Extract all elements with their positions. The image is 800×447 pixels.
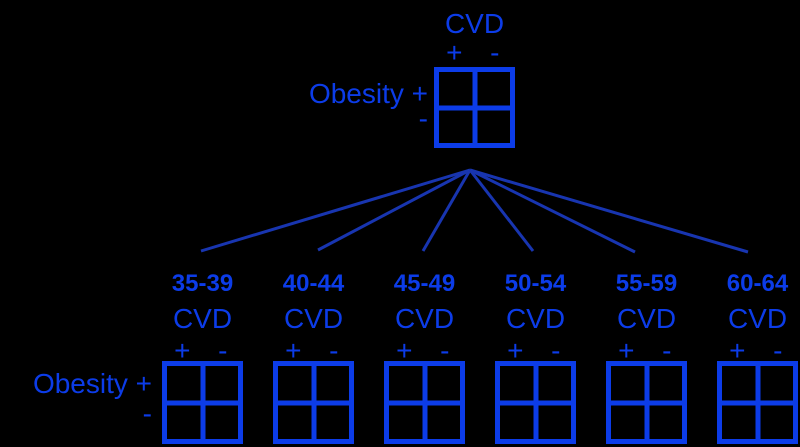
stratum-col-minus: -: [218, 335, 228, 366]
crude-col-minus: -: [490, 37, 500, 68]
stratum-col-plus: +: [729, 335, 746, 366]
stratum-column-headers: + -: [606, 337, 687, 365]
stratum-age-label: 40-44: [282, 270, 345, 297]
connector-line-50-54: [468, 169, 535, 252]
stratum-2x2-table: [717, 361, 798, 444]
stratum-column-headers: + -: [162, 337, 243, 365]
stratum-col-plus: +: [285, 335, 302, 366]
connector-line-35-39: [200, 168, 471, 253]
stratum-age-label: 35-39: [171, 270, 234, 297]
table-horizontal-divider: [167, 400, 238, 405]
stratum-col-plus: +: [396, 335, 413, 366]
connector-line-55-59: [469, 168, 636, 254]
stratum-col-minus: -: [662, 335, 672, 366]
stratum-table-title: CVD: [616, 303, 677, 334]
stratum-age-label: 55-59: [615, 270, 678, 297]
stratum-col-minus: -: [551, 335, 561, 366]
stratum-age-label: 50-54: [504, 270, 567, 297]
table-horizontal-divider: [439, 105, 510, 110]
stratum-column-headers: + -: [495, 337, 576, 365]
stratum-2x2-table: [606, 361, 687, 444]
crude-table-title: CVD: [444, 8, 505, 39]
stratum-2x2-table: [273, 361, 354, 444]
stratum-age-label: 60-64: [726, 270, 789, 297]
crude-col-plus: +: [446, 37, 463, 68]
stratum-table-title: CVD: [727, 303, 788, 334]
stratum-table-title: CVD: [283, 303, 344, 334]
stratum-column-headers: + -: [273, 337, 354, 365]
stratum-col-plus: +: [174, 335, 191, 366]
table-horizontal-divider: [389, 400, 460, 405]
table-horizontal-divider: [722, 400, 793, 405]
crude-2x2-table: [434, 67, 515, 148]
stratum-table-title: CVD: [394, 303, 455, 334]
connector-line-60-64: [469, 168, 749, 254]
stratum-2x2-table: [384, 361, 465, 444]
connector-line-40-44: [317, 168, 471, 252]
crude-row-label: Obesity +: [308, 78, 428, 109]
stratum-age-label: 45-49: [393, 270, 456, 297]
table-horizontal-divider: [611, 400, 682, 405]
stratum-column-headers: + -: [717, 337, 798, 365]
stratum-2x2-table: [495, 361, 576, 444]
table-horizontal-divider: [278, 400, 349, 405]
stratum-table-title: CVD: [505, 303, 566, 334]
crude-column-headers: + -: [434, 39, 515, 67]
stratum-2x2-table: [162, 361, 243, 444]
crude-row-minus: -: [418, 103, 428, 134]
stratum-col-minus: -: [440, 335, 450, 366]
connector-line-45-49: [421, 169, 472, 252]
stratum-table-title: CVD: [172, 303, 233, 334]
strata-row-label: Obesity +: [32, 368, 152, 399]
stratum-col-minus: -: [329, 335, 339, 366]
stratum-col-plus: +: [618, 335, 635, 366]
stratum-col-minus: -: [773, 335, 783, 366]
stratum-column-headers: + -: [384, 337, 465, 365]
table-horizontal-divider: [500, 400, 571, 405]
strata-row-minus: -: [142, 398, 152, 429]
stratum-col-plus: +: [507, 335, 524, 366]
